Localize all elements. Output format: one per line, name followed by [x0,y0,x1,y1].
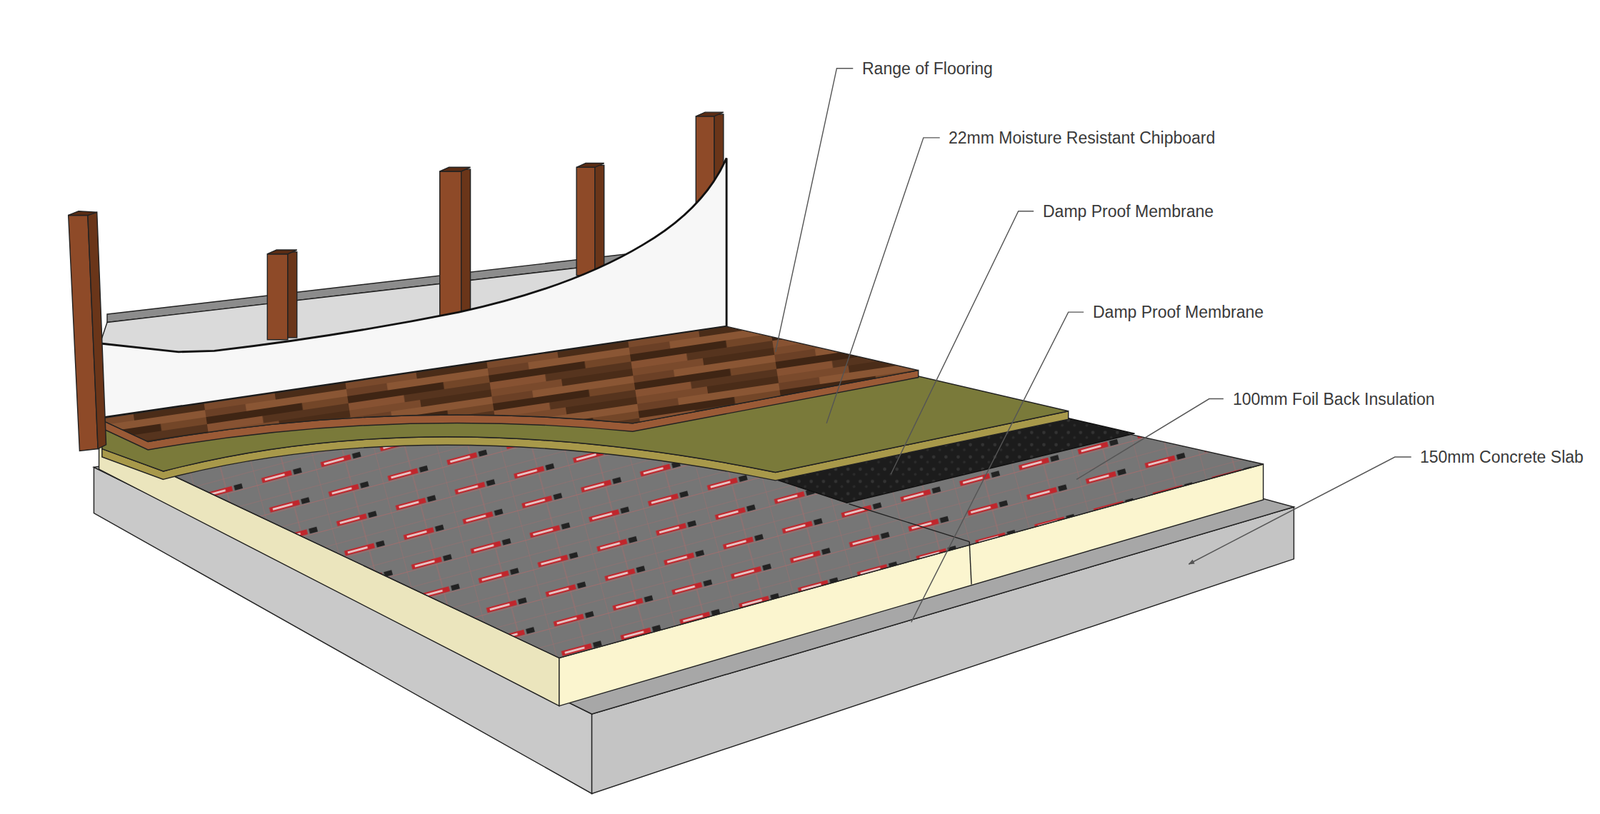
corner-post [68,211,107,452]
callout-label: 150mm Concrete Slab [1420,447,1584,468]
callout-label: Damp Proof Membrane [1092,302,1264,323]
timber-flooring [102,326,919,450]
callout-label: Range of Flooring [862,58,993,79]
callout-label: 100mm Foil Back Insulation [1232,389,1435,410]
callout-label: 22mm Moisture Resistant Chipboard [948,127,1215,148]
leader-line [775,68,1412,623]
callout-label: Damp Proof Membrane [1042,201,1214,222]
